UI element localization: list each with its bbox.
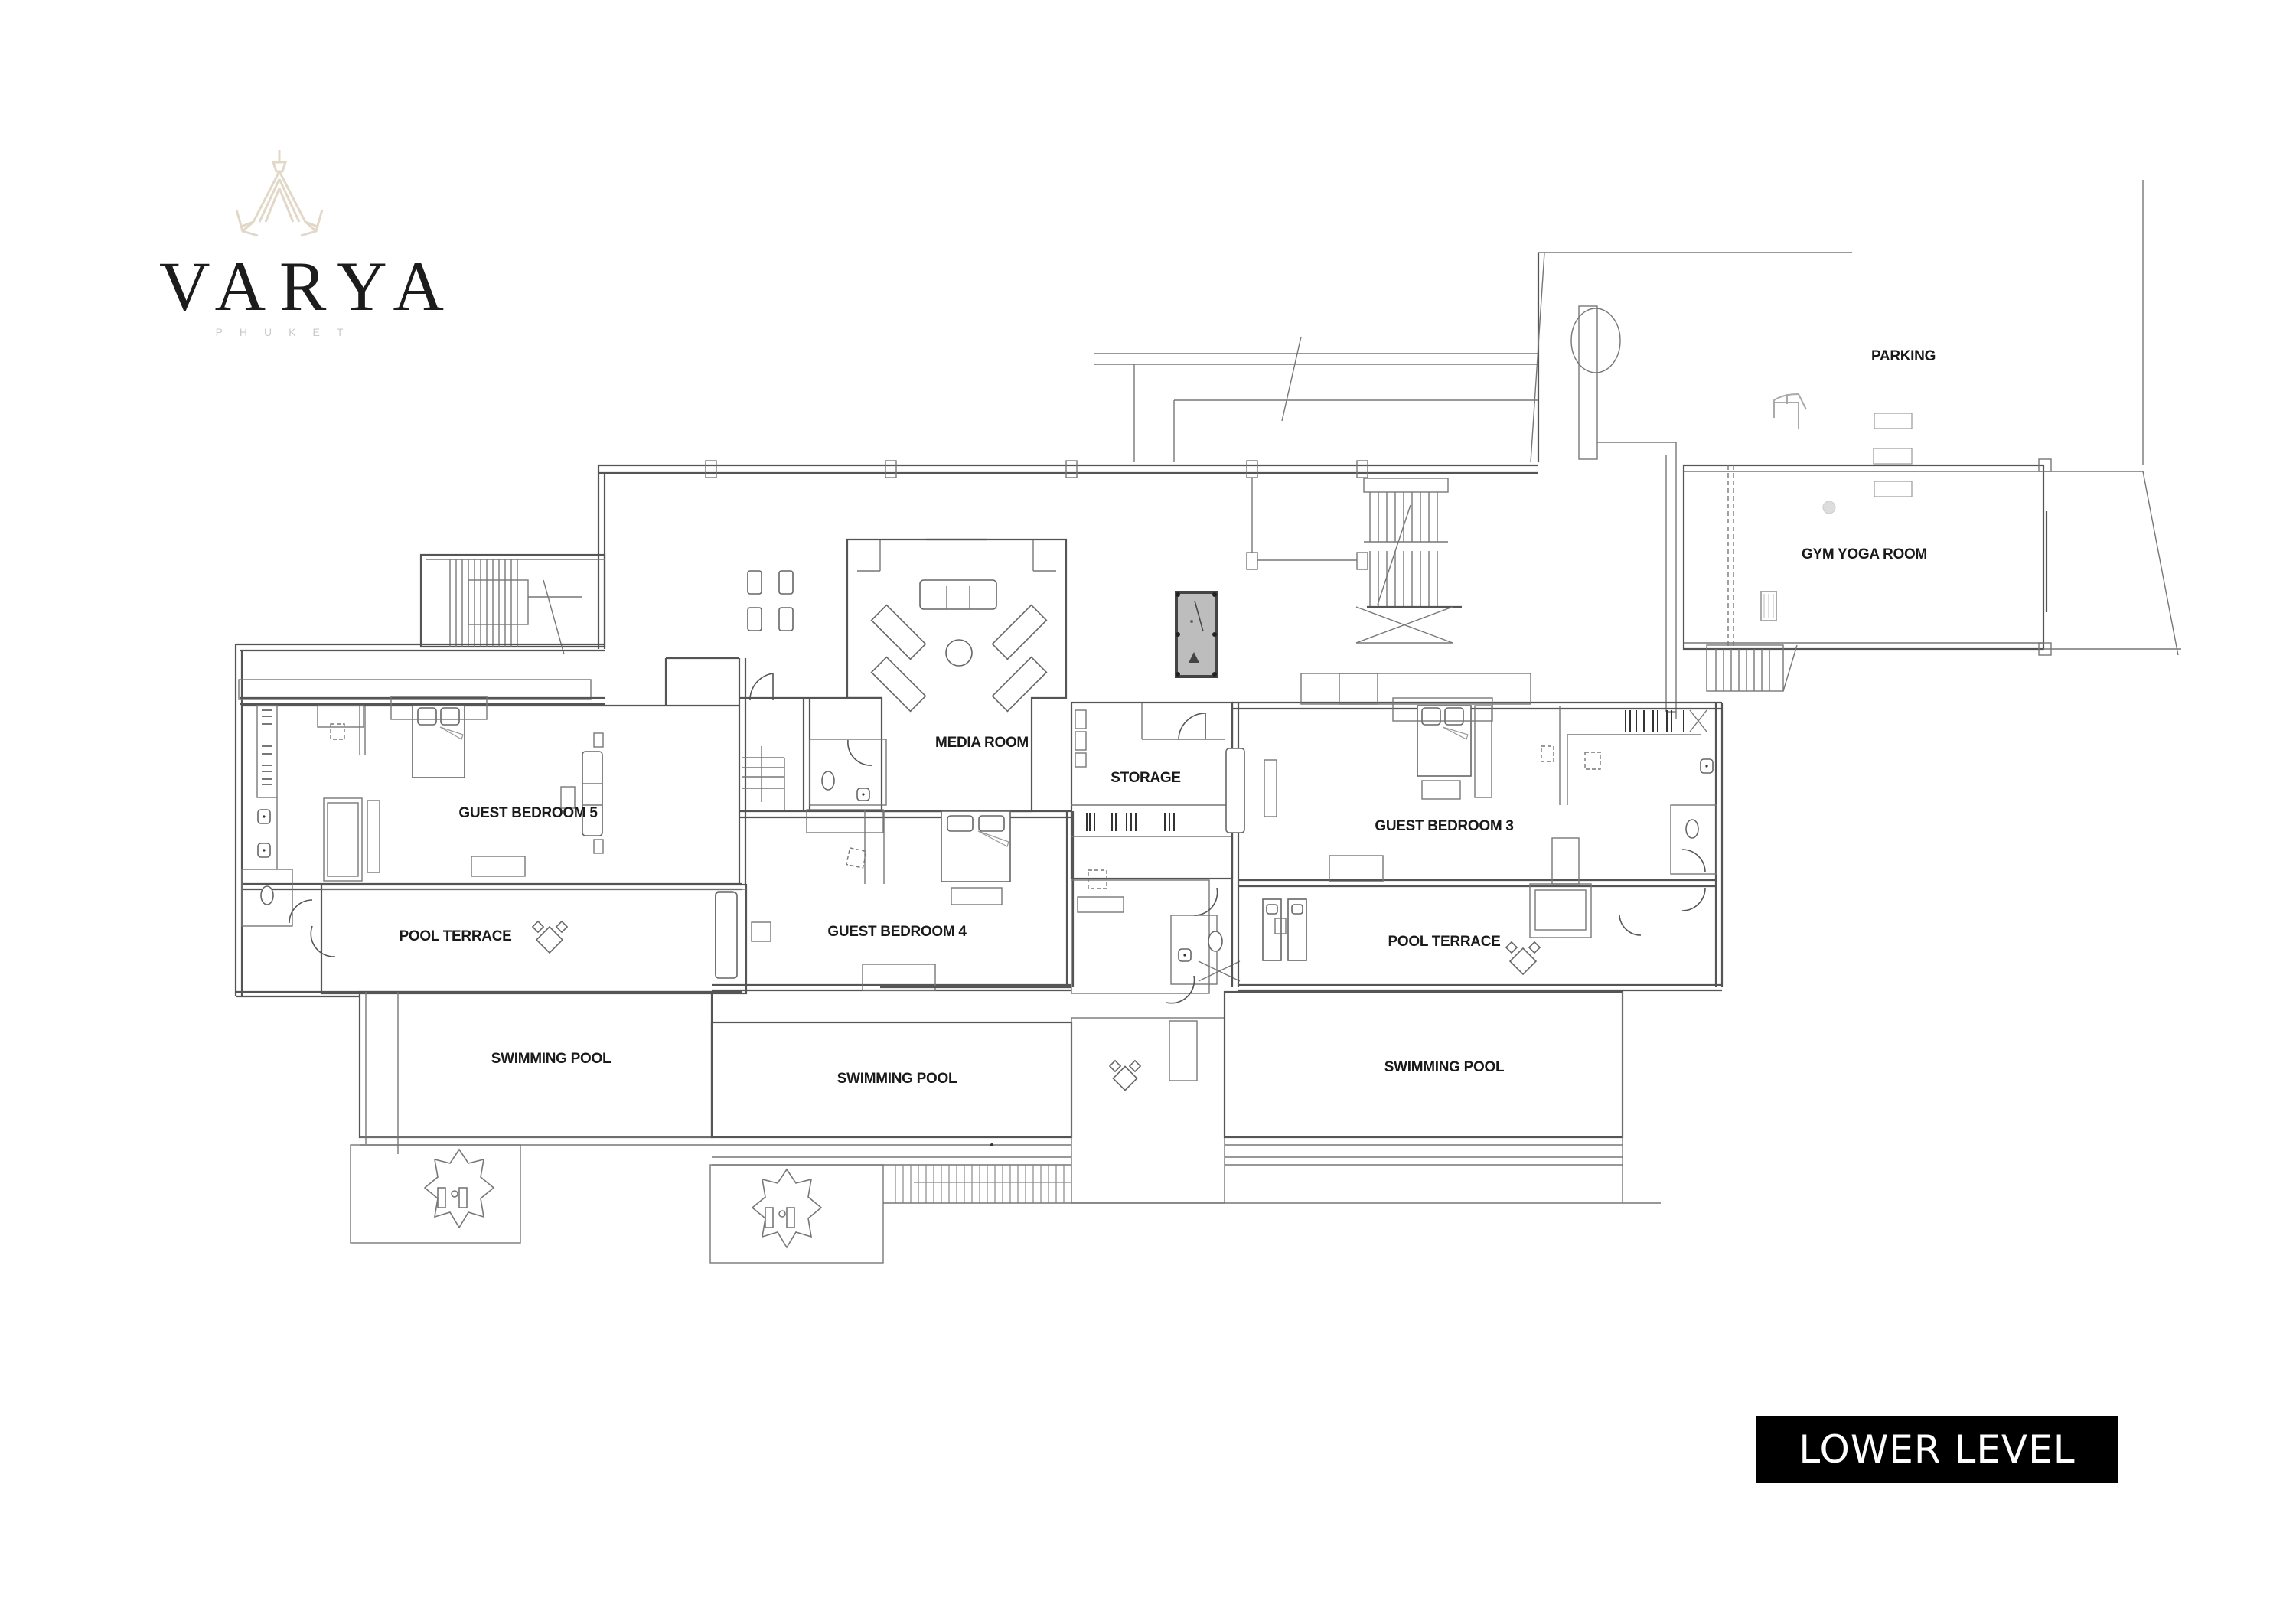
umbrella-table-icon	[751, 1168, 823, 1249]
toilet-icon	[1685, 819, 1699, 839]
desk-chair-icon	[1584, 752, 1601, 770]
brand-location: PHUKET	[215, 326, 360, 338]
sofa-icon	[582, 751, 603, 836]
floor-level-badge: LOWER LEVEL	[1756, 1416, 2118, 1483]
desk-chair-icon	[1541, 745, 1554, 762]
room-label-media: MEDIA ROOM	[935, 735, 1029, 751]
pool-terrace-right	[1262, 883, 1592, 976]
stairs-icon	[449, 559, 582, 655]
yoga-mat-icon	[1874, 413, 1913, 429]
room-label-guest4: GUEST BEDROOM 4	[827, 924, 967, 940]
guest-bedroom-4	[712, 809, 1075, 992]
pool-table-icon	[1175, 591, 1218, 678]
desk-chair-icon	[330, 723, 345, 740]
yoga-mat-icon	[1874, 481, 1913, 497]
stairs-icon	[1706, 644, 1798, 692]
toilet-icon	[1208, 931, 1223, 952]
parking-area	[1094, 180, 2144, 719]
swimming-pools	[350, 990, 1661, 1264]
brand-name: VARYA	[159, 247, 458, 325]
room-label-terrace-right: POOL TERRACE	[1388, 934, 1500, 950]
closet-icon	[256, 705, 278, 798]
room-label-pool-right: SWIMMING POOL	[1384, 1059, 1505, 1075]
main-building-walls	[234, 460, 1538, 998]
bathtub-icon	[323, 797, 363, 882]
guest-bedroom-3	[1225, 673, 1724, 992]
media-room	[846, 538, 1068, 813]
coffee-table-icon	[945, 639, 973, 667]
storage-area	[1070, 701, 1241, 1004]
room-label-pool-left: SWIMMING POOL	[491, 1051, 612, 1067]
stairs-icon	[1355, 478, 1462, 644]
exercise-ball-icon	[1822, 501, 1836, 514]
sofa-icon	[1225, 748, 1245, 833]
patio-table-icon	[1505, 941, 1541, 976]
patio-table-icon	[1108, 1059, 1142, 1091]
pool-terrace-left	[320, 883, 748, 995]
gym-yoga-room	[1682, 393, 2181, 692]
toilet-icon	[821, 771, 835, 791]
outdoor-bathtub-icon	[1529, 883, 1592, 938]
exercise-machine-icon	[1773, 393, 1807, 429]
room-label-pool-center: SWIMMING POOL	[837, 1071, 957, 1087]
brand-logo: VARYA PHUKET	[145, 145, 458, 338]
stairs-icon	[895, 1165, 1071, 1203]
room-label-storage: STORAGE	[1110, 770, 1181, 786]
patio-table-icon	[531, 920, 569, 954]
closet-icon	[1625, 710, 1684, 732]
room-label-parking: PARKING	[1871, 348, 1936, 364]
sofa-icon	[715, 892, 738, 979]
room-label-guest5: GUEST BEDROOM 5	[458, 805, 598, 821]
room-label-gym: GYM YOGA ROOM	[1802, 546, 1927, 563]
desk-chair-icon	[1088, 869, 1107, 889]
room-label-terrace-left: POOL TERRACE	[399, 928, 511, 944]
desk-chair-icon	[846, 847, 867, 869]
lounge-chair-icon	[870, 604, 1048, 713]
yoga-mat-icon	[1873, 448, 1913, 465]
service-core	[739, 673, 887, 811]
sofa-icon	[919, 579, 997, 610]
room-label-guest3: GUEST BEDROOM 3	[1375, 818, 1513, 834]
lobby-seating	[747, 570, 794, 631]
umbrella-table-icon	[423, 1148, 495, 1229]
thai-roof-ornament-icon	[235, 150, 324, 237]
toilet-icon	[260, 885, 274, 905]
treadmill-icon	[1760, 591, 1777, 621]
